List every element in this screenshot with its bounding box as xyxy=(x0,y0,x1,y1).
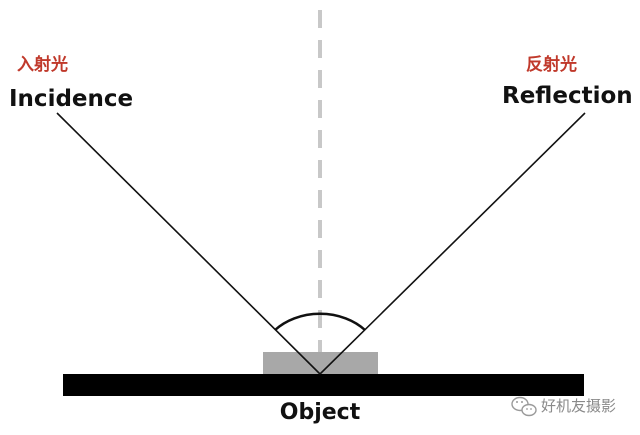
object-label: Object xyxy=(280,400,361,425)
watermark-text: 好机友摄影 xyxy=(541,397,616,415)
reflection-label-en: Reflection xyxy=(502,83,633,109)
reflection-label-cn: 反射光 xyxy=(526,54,577,75)
reflecting-surface xyxy=(63,374,584,396)
incidence-label-en: Incidence xyxy=(9,86,133,112)
wechat-icon xyxy=(511,396,537,417)
incidence-label-cn: 入射光 xyxy=(17,54,68,75)
reflected-ray xyxy=(319,112,586,375)
object-block xyxy=(263,352,378,374)
incident-ray xyxy=(56,112,321,375)
angle-arc xyxy=(274,312,366,331)
